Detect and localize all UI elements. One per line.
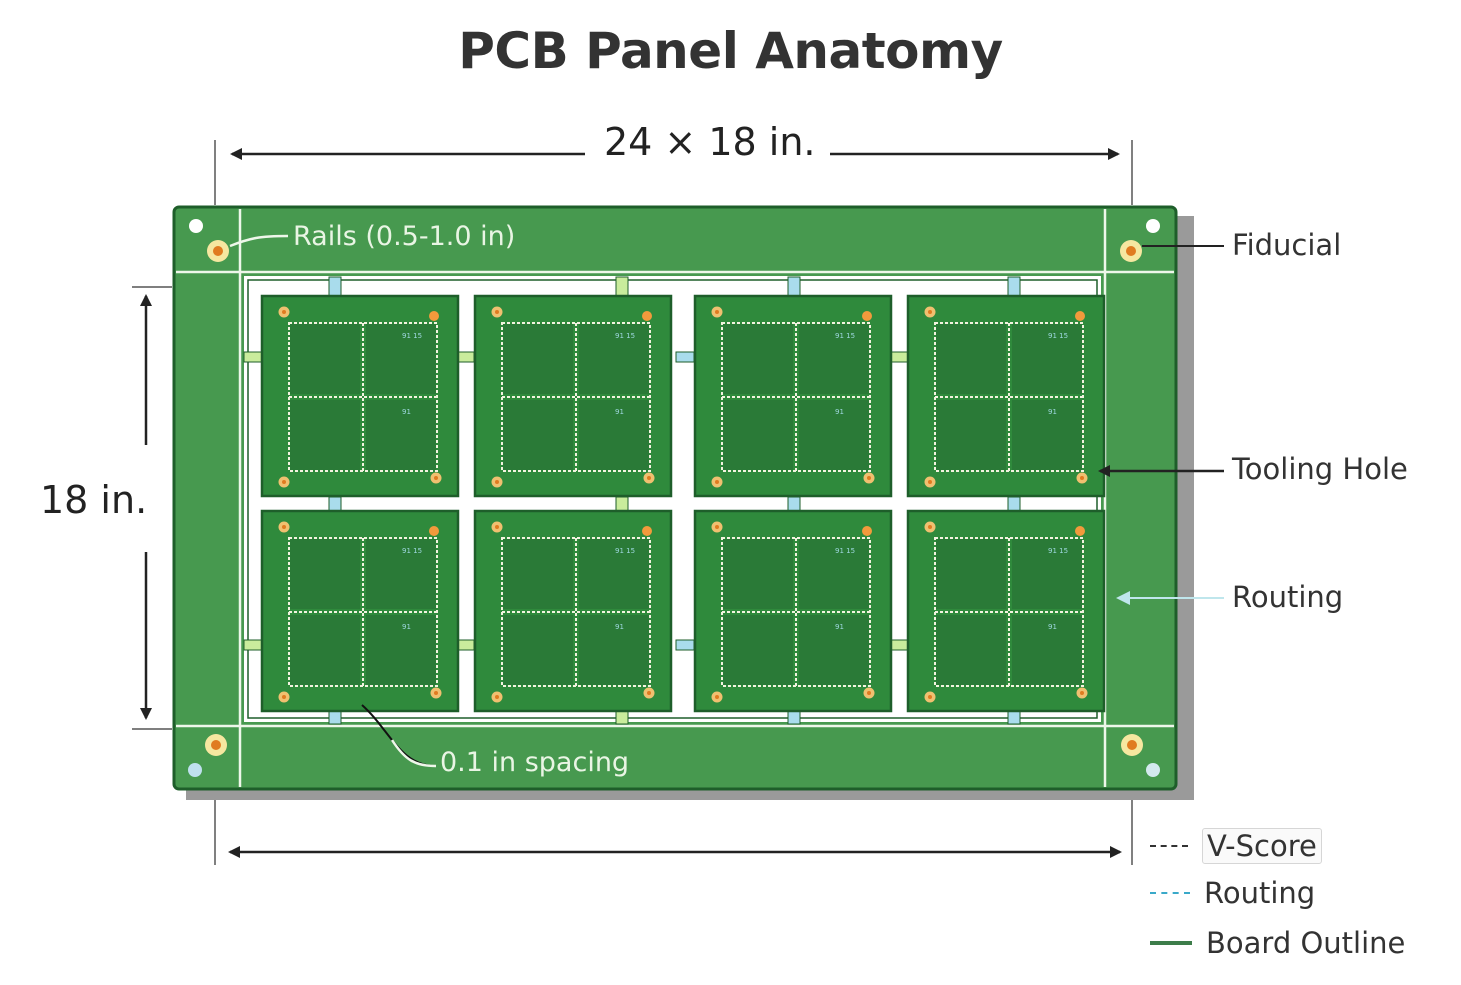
width-dimension-label: 24 × 18 in. xyxy=(590,120,830,164)
routing-callout: Routing xyxy=(1232,580,1344,614)
fiducial-marks xyxy=(188,219,1160,777)
bottom-dimension xyxy=(214,790,1133,865)
board-5 xyxy=(260,509,460,713)
rails-leader xyxy=(229,234,289,248)
dashed-line-icon xyxy=(1150,845,1188,847)
legend-item-board-outline: Board Outline xyxy=(1150,923,1405,963)
board-7 xyxy=(693,509,893,713)
fiducial-callout: Fiducial xyxy=(1232,228,1342,262)
spacing-annotation: 0.1 in spacing xyxy=(440,747,630,778)
rails-annotation: Rails (0.5-1.0 in) xyxy=(293,221,516,252)
legend-item-routing: Routing xyxy=(1150,873,1315,913)
board-1 xyxy=(260,294,460,498)
legend-label: Routing xyxy=(1204,876,1316,910)
legend-label: V-Score xyxy=(1202,828,1322,864)
page-title: PCB Panel Anatomy xyxy=(458,22,1003,80)
board-3 xyxy=(693,294,893,498)
board-6 xyxy=(473,509,673,713)
solid-line-icon xyxy=(1150,941,1192,945)
legend-label: Board Outline xyxy=(1206,926,1406,960)
dashed-line-icon xyxy=(1150,892,1190,894)
tooling-hole-callout: Tooling Hole xyxy=(1232,452,1408,486)
width-dimension xyxy=(214,140,1133,205)
board-2 xyxy=(473,294,673,498)
board-8 xyxy=(906,509,1106,713)
height-dimension-label: 18 in. xyxy=(40,478,148,522)
height-dimension xyxy=(132,286,172,730)
legend-item-vscore: V-Score xyxy=(1150,826,1322,866)
board-4 xyxy=(906,294,1106,498)
